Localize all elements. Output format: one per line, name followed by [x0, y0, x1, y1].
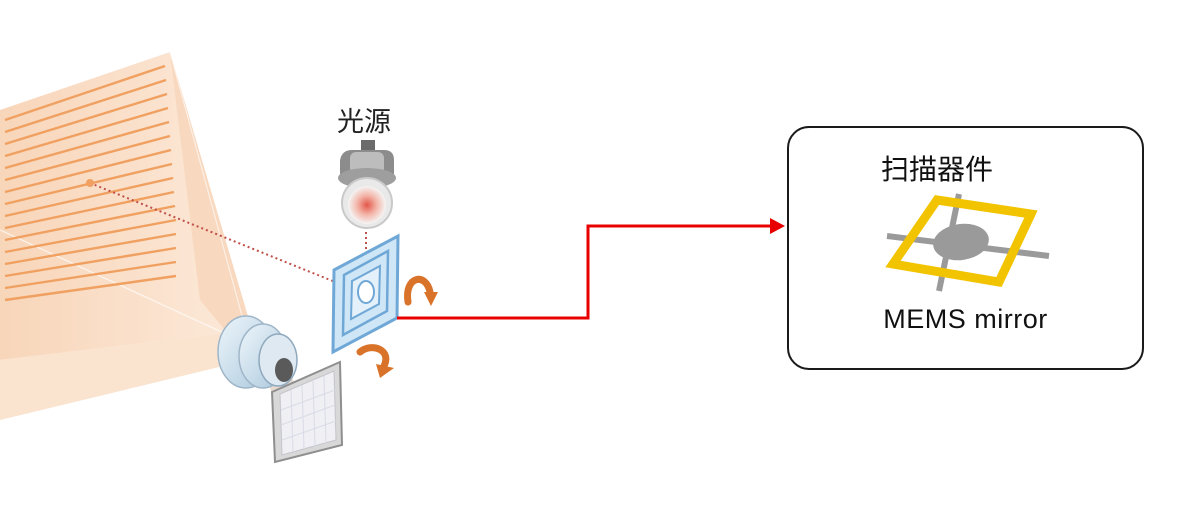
- scanning-device-callout: 扫描器件 MEMS mirror: [787, 126, 1144, 370]
- light-source-label: 光源: [337, 107, 391, 138]
- callout-caption: MEMS mirror: [883, 304, 1048, 334]
- mems-mirror-icon: [885, 193, 1050, 292]
- rotation-arrow-head-bottom: [376, 364, 394, 378]
- scan-beam: [89, 182, 346, 287]
- light-source-icon: [338, 140, 396, 229]
- image-chip-icon: [270, 360, 344, 464]
- callout-arrow: [397, 218, 785, 320]
- beam-spot: [86, 179, 94, 187]
- rotation-arrow-head-top: [424, 292, 438, 306]
- rotation-arrow-icon: [356, 275, 434, 370]
- mems-mirror-panel-icon: [331, 233, 400, 355]
- projector-lens-icon: [217, 315, 300, 402]
- projection-cone: [0, 51, 252, 420]
- callout-title: 扫描器件: [881, 153, 994, 186]
